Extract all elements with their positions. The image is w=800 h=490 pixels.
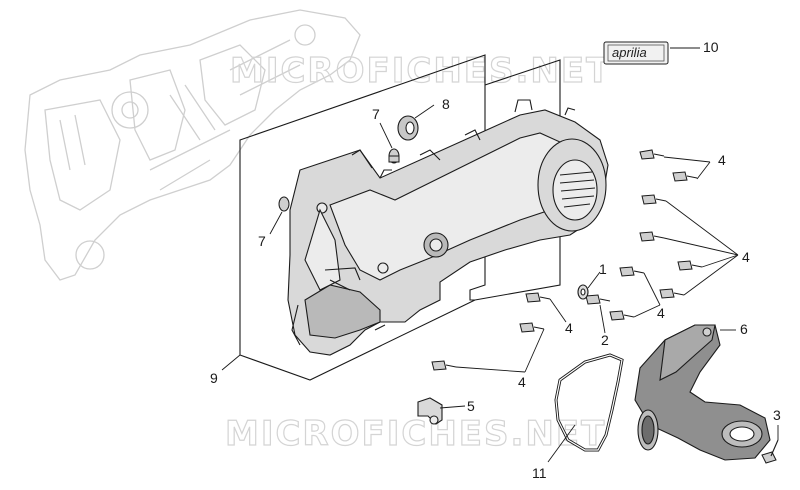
callout-7-upper: 7 xyxy=(372,106,380,122)
callout-1: 1 xyxy=(599,261,607,277)
clip-bracket xyxy=(417,397,443,425)
air-intake-duct xyxy=(634,324,771,461)
screws-right xyxy=(431,149,703,371)
callout-4-lower: 4 xyxy=(518,374,526,390)
callout-11: 11 xyxy=(532,465,547,481)
callout-labels: 10 8 7 7 4 4 1 2 4 4 4 5 9 11 6 3 xyxy=(210,39,781,481)
intake-screw xyxy=(761,439,779,464)
assembly-frame xyxy=(239,54,486,381)
callout-7-left: 7 xyxy=(258,233,266,249)
dowel-pin-upper xyxy=(388,148,400,164)
callout-10: 10 xyxy=(703,39,719,55)
callout-5: 5 xyxy=(467,398,475,414)
callout-9: 9 xyxy=(210,370,218,386)
watermark-top: MICROFICHES.NET xyxy=(230,51,611,91)
aprilia-logo: aprilia xyxy=(603,41,669,65)
ghost-crankcase-outline xyxy=(24,9,361,281)
callout-2: 2 xyxy=(601,332,609,348)
callout-4-center: 4 xyxy=(565,320,573,336)
callout-3: 3 xyxy=(773,407,781,423)
washer xyxy=(577,284,589,300)
callout-6: 6 xyxy=(740,321,748,337)
callout-8: 8 xyxy=(442,96,450,112)
callout-4-middle: 4 xyxy=(657,305,665,321)
callout-4-right: 4 xyxy=(742,249,750,265)
logo-text: aprilia xyxy=(612,45,647,60)
oil-seal xyxy=(397,115,419,141)
callout-4-top: 4 xyxy=(718,152,726,168)
gasket-inner xyxy=(555,354,623,451)
leader-lines xyxy=(221,47,779,463)
transmission-cover xyxy=(287,99,609,356)
watermark-bottom: MICROFICHES.NET xyxy=(225,414,606,454)
dowel-pin-left xyxy=(278,196,290,212)
